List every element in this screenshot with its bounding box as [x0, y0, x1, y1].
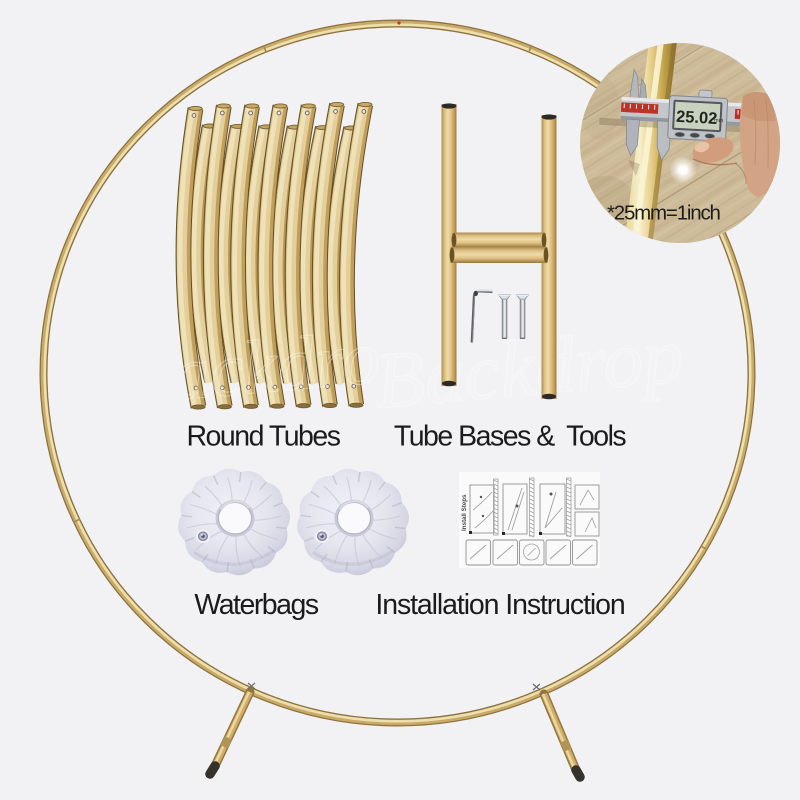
- svg-text:Tube Bases & Tools: Tube Bases & Tools: [394, 421, 627, 453]
- svg-text:Waterbags: Waterbags: [194, 589, 319, 621]
- svg-text:Installation Instruction: Installation Instruction: [375, 589, 624, 621]
- svg-text:Round Tubes: Round Tubes: [186, 421, 340, 453]
- svg-text:Install Steps: Install Steps: [461, 494, 468, 531]
- svg-text:25.02: 25.02: [676, 108, 718, 128]
- svg-text:*25mm=1inch: *25mm=1inch: [607, 202, 721, 225]
- svg-text:mm: mm: [714, 118, 724, 124]
- svg-text:Backdrop: Backdrop: [122, 312, 421, 421]
